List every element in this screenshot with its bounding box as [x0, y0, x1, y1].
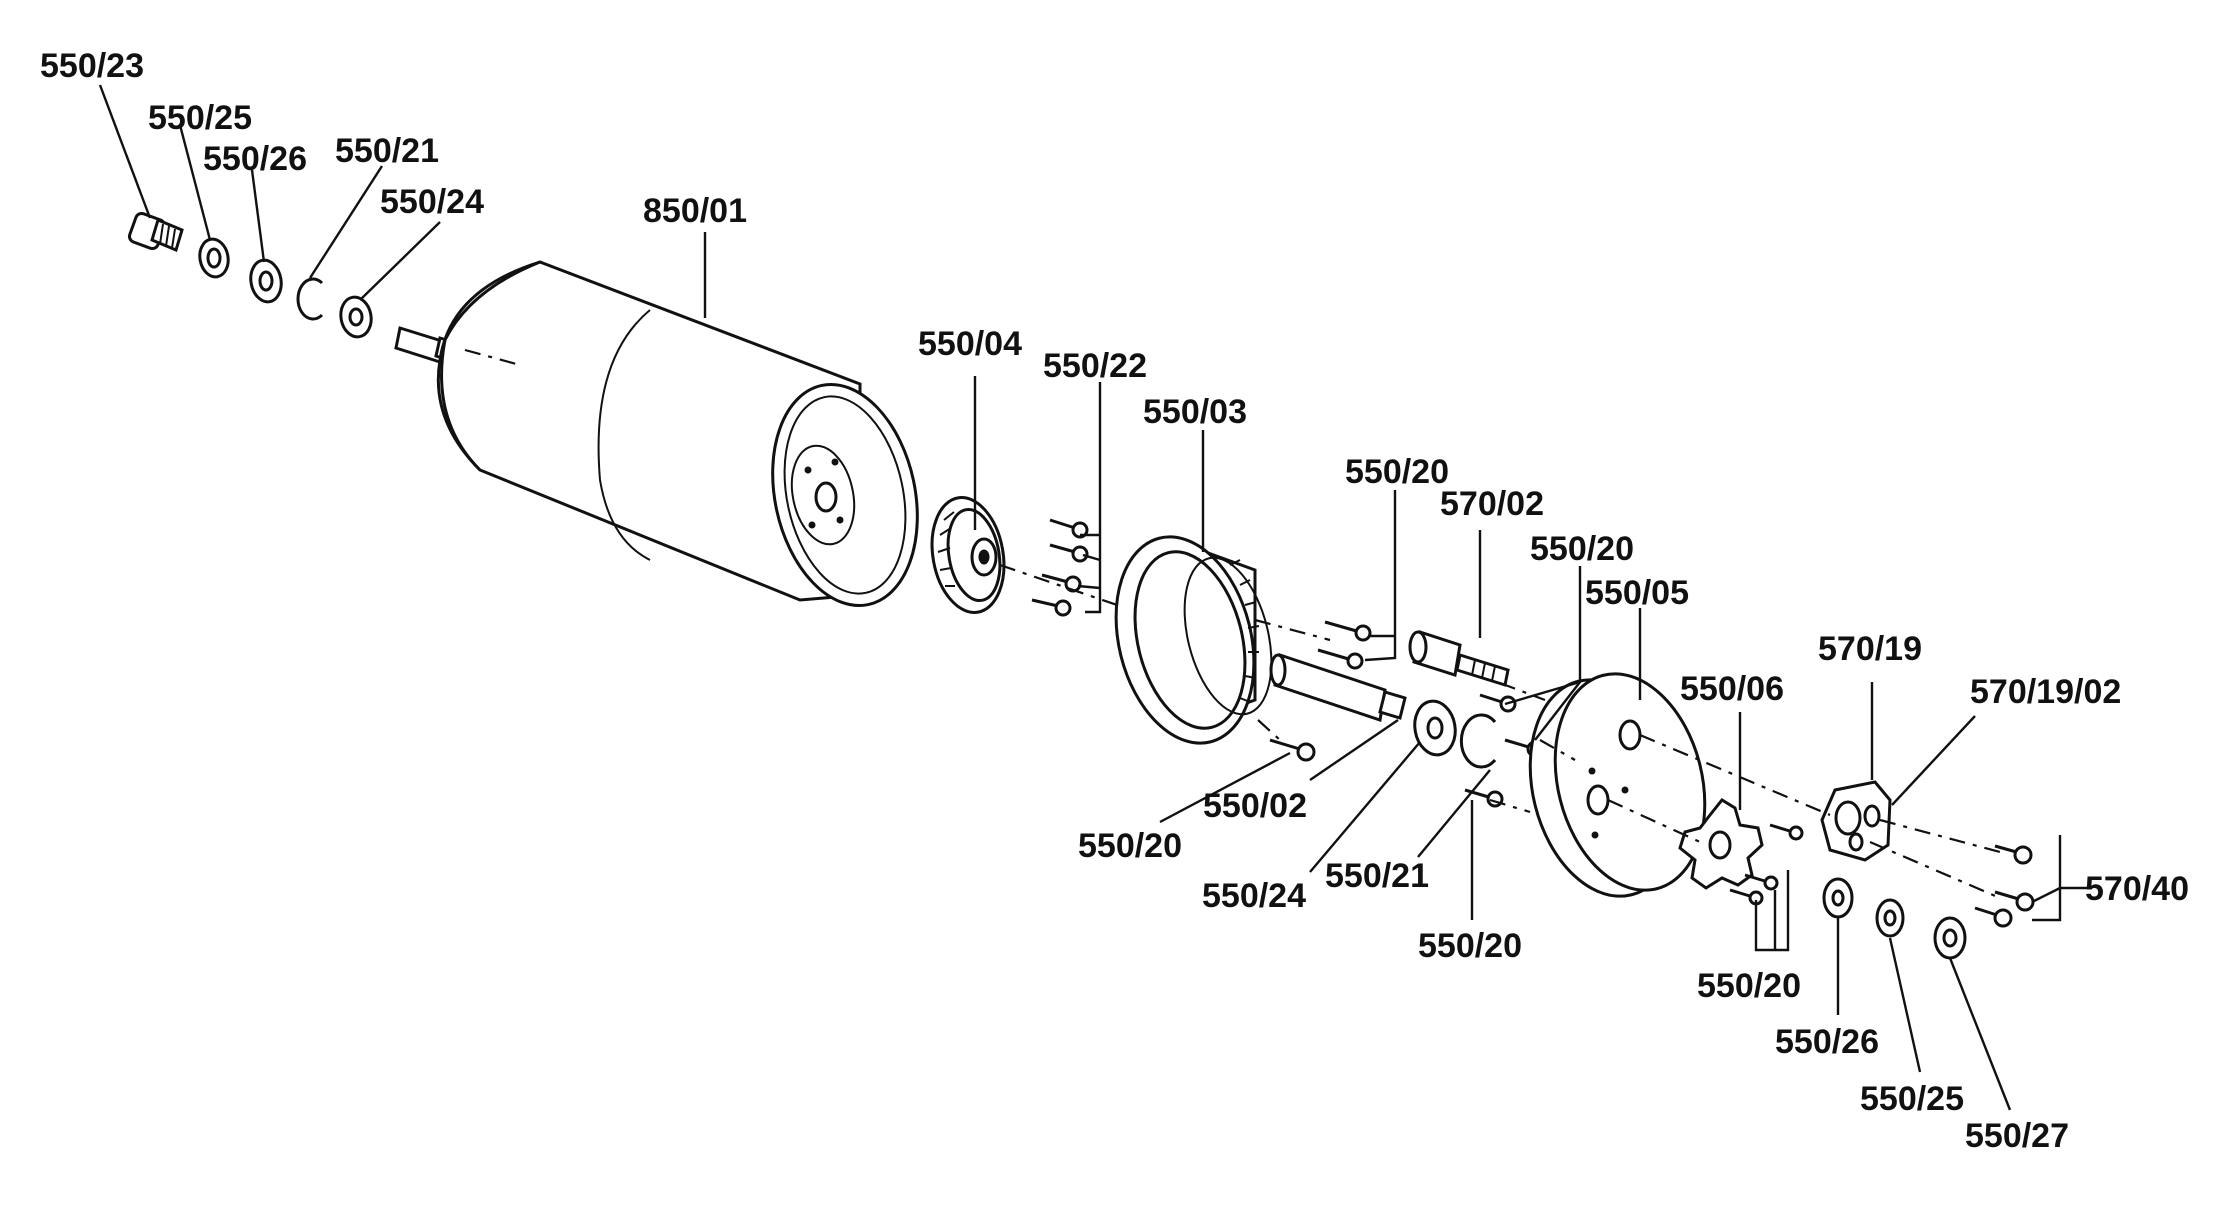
screws-550-20-upper: [1317, 620, 1372, 670]
washer-550-26-right: [1822, 877, 1854, 919]
label-550-26-right: 550/26: [1775, 1023, 1879, 1061]
washer-550-26-left: [249, 258, 283, 304]
star-flange-550-06: [1678, 798, 1764, 890]
label-550-24: 550/24: [380, 183, 484, 221]
bolt-550-23: [127, 211, 184, 253]
washer-550-24-left: [339, 295, 373, 339]
end-plate-550-05: [1528, 672, 1707, 898]
label-550-25: 550/25: [148, 99, 252, 137]
circlip-550-21-left: [296, 277, 324, 321]
label-550-20-upper: 550/20: [1345, 453, 1449, 491]
label-550-20-lower-mid: 550/20: [1418, 927, 1522, 965]
screw-550-20-lower-left: [1269, 738, 1316, 762]
label-570-40: 570/40: [2085, 870, 2189, 908]
label-550-25-right: 550/25: [1860, 1080, 1964, 1118]
label-550-20-mid-upper: 550/20: [1530, 530, 1634, 568]
washer-550-25-left: [198, 237, 230, 279]
label-550-02: 550/02: [1203, 787, 1307, 825]
screws-550-22: [1031, 518, 1089, 617]
shaft-550-02: [1269, 653, 1407, 722]
label-550-04: 550/04: [918, 325, 1022, 363]
ring-gear-550-03: [1114, 535, 1273, 745]
label-550-21-mid: 550/21: [1325, 857, 1429, 895]
label-550-22: 550/22: [1043, 347, 1147, 385]
center-lines: [464, 348, 2001, 900]
label-570-02: 570/02: [1440, 485, 1544, 523]
label-570-19-02: 570/19/02: [1970, 673, 2121, 711]
drum-850-01: [394, 260, 919, 608]
leader-lines: [98, 84, 2092, 1111]
label-550-23: 550/23: [40, 47, 144, 85]
label-850-01: 850/01: [643, 192, 747, 230]
label-550-26: 550/26: [203, 140, 307, 178]
label-550-05: 550/05: [1585, 574, 1689, 612]
label-550-06: 550/06: [1680, 670, 1784, 708]
pinion-570-02: [1408, 630, 1510, 687]
screws-570-40: [1974, 844, 2035, 928]
label-550-24-mid: 550/24: [1202, 877, 1306, 915]
gear-550-04: [930, 496, 1006, 614]
nut-550-27: [1933, 916, 1967, 960]
screws-550-20-right: [1729, 823, 1804, 906]
label-550-27: 550/27: [1965, 1117, 2069, 1155]
part-labels: 550/23 550/25 550/26 550/21 550/24 850/0…: [40, 47, 2189, 1155]
circlip-550-21-mid: [1459, 713, 1497, 769]
label-550-21: 550/21: [335, 132, 439, 170]
label-570-19: 570/19: [1818, 630, 1922, 668]
label-550-20-lower-right: 550/20: [1697, 967, 1801, 1005]
label-550-03: 550/03: [1143, 393, 1247, 431]
washer-550-25-right: [1875, 898, 1905, 938]
washer-550-24-mid: [1413, 699, 1457, 757]
label-550-20-lower-left: 550/20: [1078, 827, 1182, 865]
bracket-570-19: [1820, 780, 1892, 862]
